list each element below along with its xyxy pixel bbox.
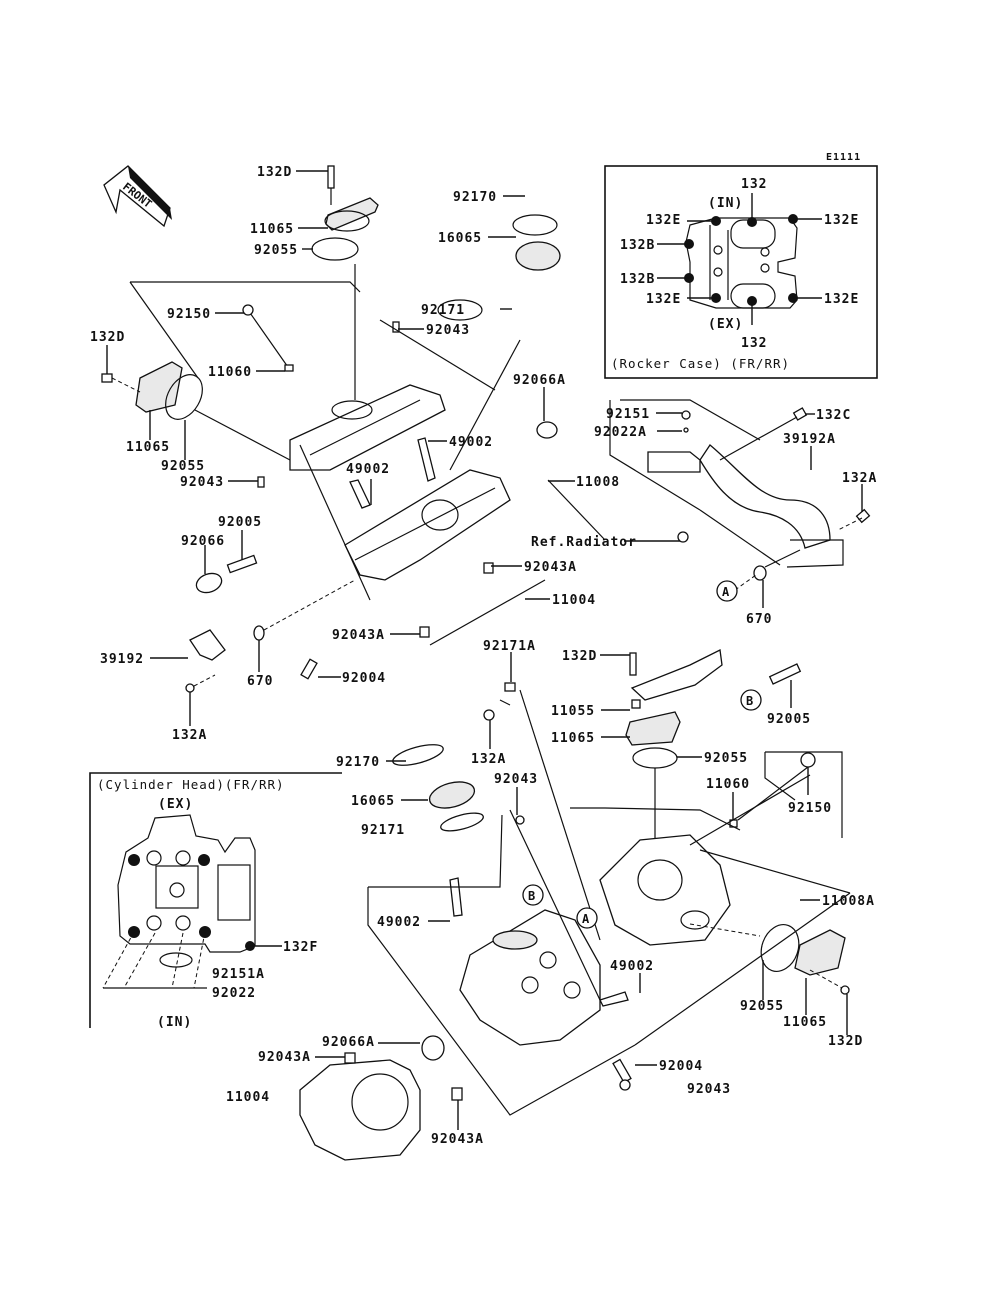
part-labels: 132D 11065 92055 92170 16065 92171 92043…: [90, 165, 877, 1147]
part-label[interactable]: 132D: [257, 165, 292, 180]
part-label[interactable]: 16065: [438, 231, 482, 246]
part-label[interactable]: 92170: [336, 755, 380, 770]
part-label[interactable]: 11008A: [822, 894, 875, 909]
part-label[interactable]: 92005: [767, 712, 811, 727]
part-label[interactable]: 92043: [180, 475, 224, 490]
upper-assembly-illustration: [101, 165, 606, 693]
part-label[interactable]: 92022A: [594, 425, 647, 440]
part-label[interactable]: 11065: [126, 440, 170, 455]
part-label[interactable]: 92066A: [513, 373, 566, 388]
svg-text:A: A: [582, 912, 590, 926]
callout-a-lower: A: [576, 907, 598, 929]
svg-text:B: B: [528, 889, 535, 903]
svg-text:B: B: [746, 694, 753, 708]
part-label[interactable]: 92066: [181, 534, 225, 549]
water-pipe-illustration: [609, 399, 871, 591]
part-label[interactable]: 49002: [449, 435, 493, 450]
part-label[interactable]: 11060: [706, 777, 750, 792]
side-ex-label: (EX): [708, 317, 743, 332]
part-label[interactable]: 92043A: [258, 1050, 311, 1065]
part-label[interactable]: 92151: [606, 407, 650, 422]
part-label[interactable]: 39192: [100, 652, 144, 667]
inset-cylinder-head: (Cylinder Head)(FR/RR) (EX) 132F 92151A …: [89, 772, 342, 1030]
part-label[interactable]: 92043A: [524, 560, 577, 575]
part-label[interactable]: 92171A: [483, 639, 536, 654]
inset-cylinder-title: (Cylinder Head)(FR/RR): [97, 777, 285, 792]
part-label[interactable]: 49002: [610, 959, 654, 974]
part-label[interactable]: 11004: [226, 1090, 270, 1105]
side-in-label: (IN): [708, 196, 743, 211]
part-label[interactable]: 132C: [816, 408, 851, 423]
part-label[interactable]: 11004: [552, 593, 596, 608]
part-label[interactable]: 132A: [172, 728, 207, 743]
inset-rocker-title: (Rocker Case) (FR/RR): [611, 356, 790, 371]
part-label[interactable]: 92043A: [431, 1132, 484, 1147]
part-label[interactable]: 92150: [788, 801, 832, 816]
label-92151a: 92151A: [212, 967, 265, 982]
part-label[interactable]: 92150: [167, 307, 211, 322]
part-label[interactable]: 92066A: [322, 1035, 375, 1050]
part-label[interactable]: 670: [746, 612, 772, 627]
part-label[interactable]: 92055: [161, 459, 205, 474]
part-label[interactable]: 11008: [576, 475, 620, 490]
part-label[interactable]: 132D: [90, 330, 125, 345]
part-label[interactable]: 49002: [346, 462, 390, 477]
diagram-code: E1111: [826, 152, 861, 163]
label-132-ex: 132: [741, 336, 767, 351]
part-label[interactable]: 92005: [218, 515, 262, 530]
label-132b-lower: 132B: [620, 272, 655, 287]
part-label[interactable]: 132D: [828, 1034, 863, 1049]
side-in-label-cyl: (IN): [157, 1015, 192, 1030]
lower-assembly-illustration: [299, 649, 851, 1161]
part-label[interactable]: 16065: [351, 794, 395, 809]
part-label[interactable]: 92043: [426, 323, 470, 338]
cylinder-head-illustration: [117, 814, 256, 968]
label-132e-tl: 132E: [646, 213, 681, 228]
part-label[interactable]: 132A: [842, 471, 877, 486]
part-label[interactable]: 92055: [704, 751, 748, 766]
part-label[interactable]: 92171: [361, 823, 405, 838]
label-132e-br: 132E: [824, 292, 859, 307]
part-label[interactable]: 92043: [687, 1082, 731, 1097]
ref-radiator-label: Ref.Radiator: [531, 535, 637, 550]
leader-lines: [106, 170, 863, 1130]
part-label[interactable]: 11065: [551, 731, 595, 746]
part-label[interactable]: 92055: [740, 999, 784, 1014]
part-label[interactable]: 132A: [471, 752, 506, 767]
part-label[interactable]: 92004: [342, 671, 386, 686]
label-132e-tr: 132E: [824, 213, 859, 228]
callout-b-upper: B: [740, 689, 762, 711]
callout-a-upper: A: [716, 580, 738, 602]
part-label[interactable]: 39192A: [783, 432, 836, 447]
part-label[interactable]: 92043: [494, 772, 538, 787]
label-132e-bl: 132E: [646, 292, 681, 307]
label-92022: 92022: [212, 986, 256, 1001]
side-ex-label-cyl: (EX): [158, 797, 193, 812]
part-label[interactable]: 132D: [562, 649, 597, 664]
part-label[interactable]: 49002: [377, 915, 421, 930]
label-132b-upper: 132B: [620, 238, 655, 253]
part-label[interactable]: 92171: [421, 303, 465, 318]
inset-rocker-case: 132 (IN) 132E 132E 132B 132B 132E 132E (…: [604, 165, 878, 379]
svg-text:A: A: [722, 585, 730, 599]
front-arrow-icon: FRONT: [103, 165, 172, 228]
part-label[interactable]: 92004: [659, 1059, 703, 1074]
callout-b-lower: B: [522, 884, 544, 906]
label-132-in: 132: [741, 177, 767, 192]
label-132f: 132F: [283, 940, 318, 955]
part-label[interactable]: 92055: [254, 243, 298, 258]
part-label[interactable]: 92170: [453, 190, 497, 205]
part-label[interactable]: 92043A: [332, 628, 385, 643]
part-label[interactable]: 11065: [783, 1015, 827, 1030]
part-label[interactable]: 11065: [250, 222, 294, 237]
rocker-case-illustration: [684, 214, 798, 309]
part-label[interactable]: 670: [247, 674, 273, 689]
part-label[interactable]: 11060: [208, 365, 252, 380]
part-label[interactable]: 11055: [551, 704, 595, 719]
